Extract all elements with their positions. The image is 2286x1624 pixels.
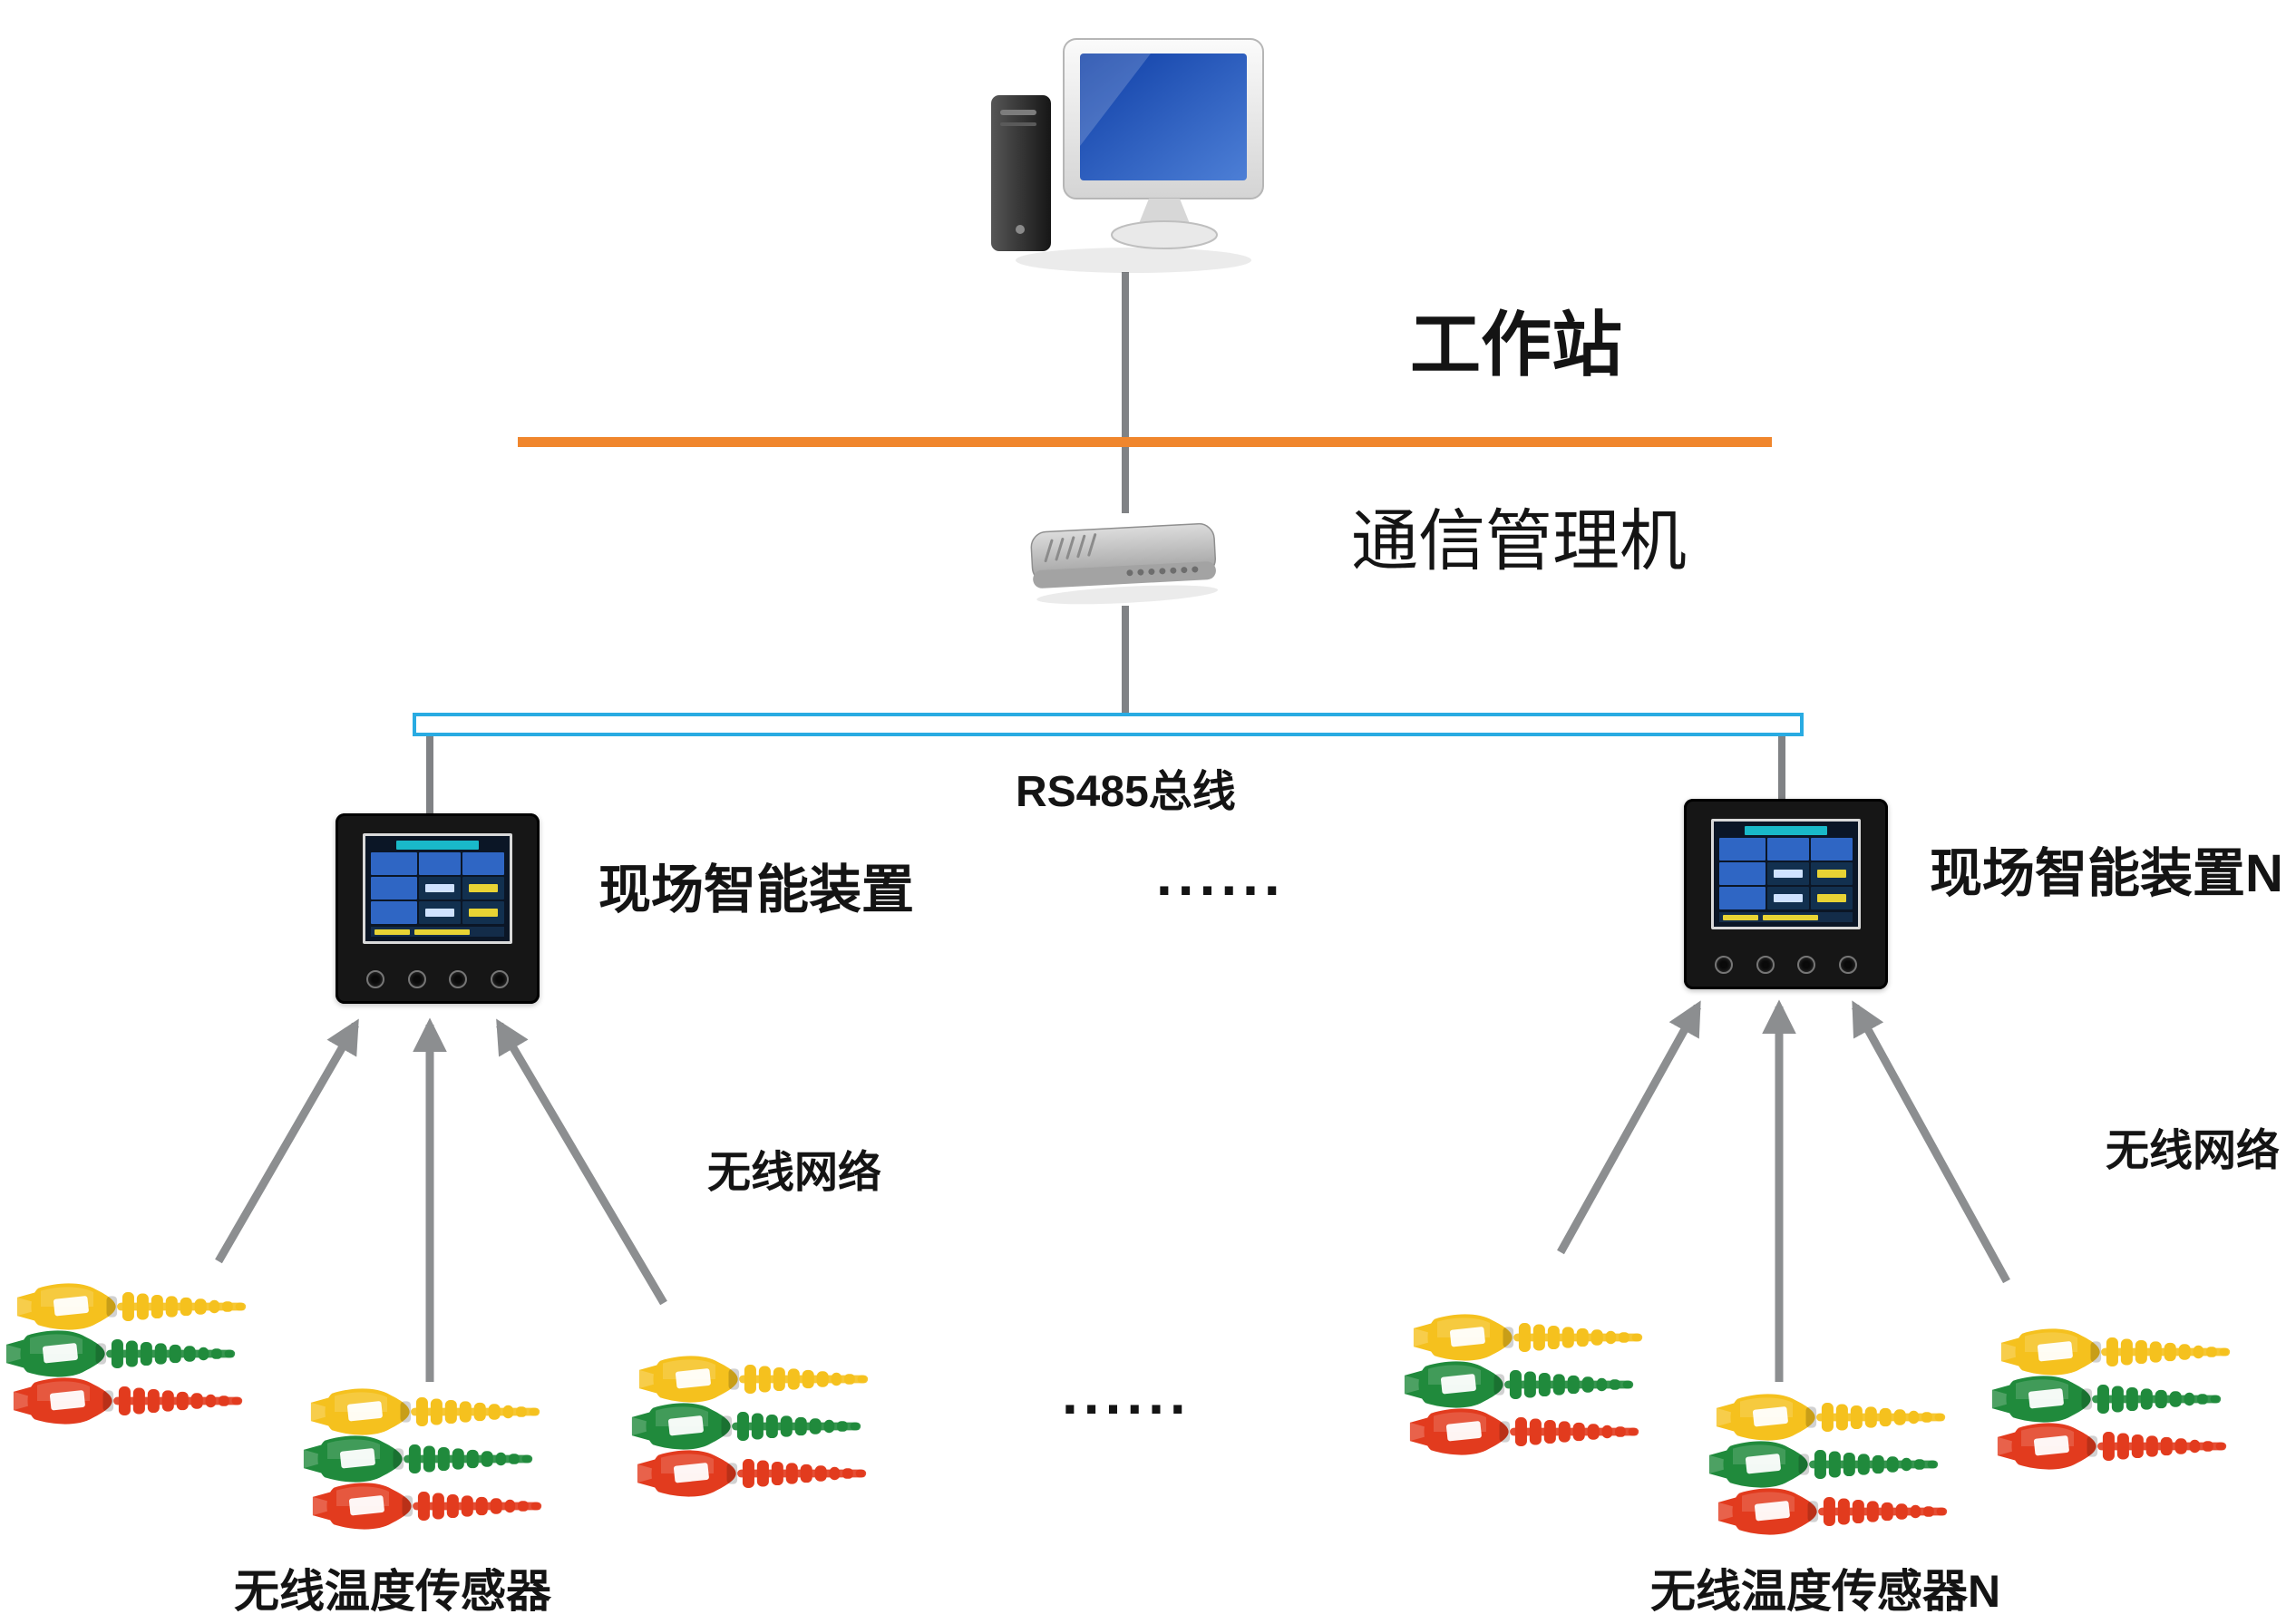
sensor-cluster-right-2: [1708, 1394, 1948, 1535]
wireless-arrow: [215, 1018, 359, 1264]
device-button: [1756, 956, 1775, 974]
device-buttons: [1715, 953, 1857, 977]
field-device-left-label: 现场智能装置: [598, 861, 915, 919]
wireless-network-right-label: 无线网络: [2106, 1127, 2281, 1175]
rs485-bus-label: RS485总线: [1016, 768, 1236, 816]
comm-manager-image: [1030, 522, 1219, 605]
wireless-network-left-label: 无线网络: [707, 1149, 882, 1197]
wireless-sensor-left-label: 无线温度传感器: [234, 1566, 551, 1617]
device-button: [1838, 956, 1857, 974]
wireless-arrow: [496, 1018, 667, 1306]
sensor-cluster-left-2: [303, 1388, 542, 1530]
device-screen-table: [371, 852, 504, 924]
wireless-arrow: [1557, 1000, 1701, 1255]
workstation-label: 工作站: [1410, 305, 1623, 384]
device-screen-statusbar: [371, 927, 504, 937]
workstation-computer-image: [991, 38, 1264, 273]
device-button: [490, 970, 509, 988]
device-screen-table: [1719, 838, 1853, 909]
device-button: [1797, 956, 1816, 974]
field-device-right-label: 现场智能装置N: [1930, 844, 2283, 903]
sensor-cluster-left-1: [5, 1283, 247, 1425]
field-device-left-image: [336, 813, 540, 1004]
device-screen-title-bar: [1744, 826, 1828, 835]
pc-tower: [991, 95, 1051, 251]
device-screen: [363, 833, 512, 944]
device-button: [407, 970, 426, 988]
field-device-right-image: [1684, 799, 1888, 989]
device-button: [366, 970, 384, 988]
comm-manager-label: 通信管理机: [1351, 503, 1687, 579]
sensor-cluster-right-3: [1991, 1328, 2231, 1470]
device-button: [449, 970, 468, 988]
device-buttons: [366, 968, 509, 991]
sensor-cluster-right-1: [1404, 1314, 1643, 1455]
rs485-bus-rect: [413, 713, 1804, 736]
workstation-bus-line: [518, 437, 1772, 447]
device-screen-statusbar: [1719, 912, 1853, 922]
device-screen: [1711, 819, 1861, 929]
device-button: [1715, 956, 1733, 974]
sensor-cluster-left-3: [631, 1356, 869, 1497]
wireless-arrow: [1852, 1000, 2010, 1284]
wireless-sensor-right-label: 无线温度传感器N: [1650, 1566, 2001, 1617]
devices-ellipsis: ......: [1156, 842, 1286, 908]
device-screen-title-bar: [395, 841, 480, 850]
sensors-ellipsis: ......: [1062, 1361, 1192, 1426]
